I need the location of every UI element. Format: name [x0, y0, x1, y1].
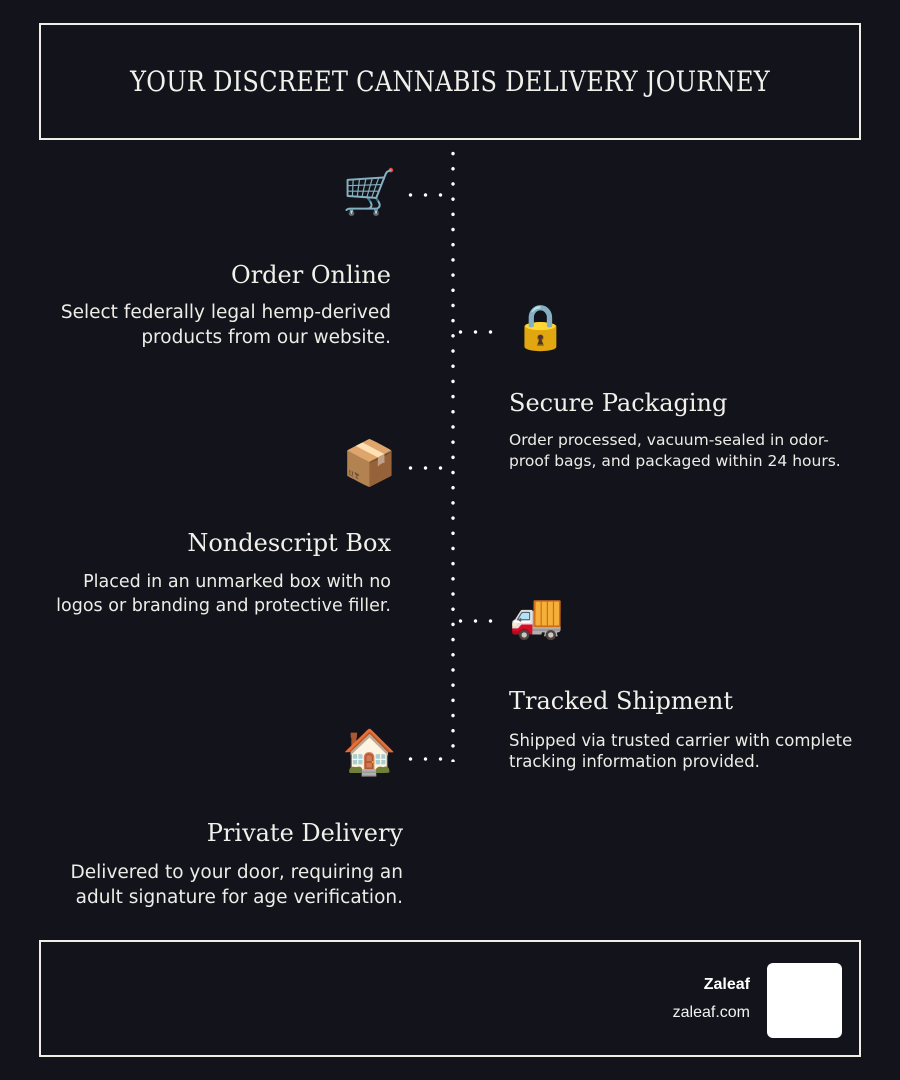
timeline-dotted-line [451, 146, 455, 762]
step-description: Shipped via trusted carrier with complet… [509, 731, 853, 771]
connector-dots [453, 619, 503, 623]
house-icon: 🏠 [342, 727, 397, 778]
step-title: Secure Packaging [509, 389, 728, 417]
shopping-cart-icon: 🛒 [342, 167, 397, 218]
connector-dots [453, 330, 503, 334]
package-box-icon: 📦 [342, 438, 397, 489]
footer-box: Zaleaf zaleaf.com [39, 940, 861, 1057]
brand-url-link[interactable]: zaleaf.com [672, 1004, 750, 1021]
step-title: Private Delivery [206, 819, 403, 847]
step-description: Select federally legal hemp-derived prod… [60, 302, 391, 348]
step-title: Tracked Shipment [509, 687, 733, 715]
step-title: Nondescript Box [187, 529, 391, 557]
step-description: Placed in an unmarked box with no logos … [56, 572, 391, 616]
connector-dots [403, 757, 453, 761]
brand-name: Zaleaf [703, 976, 750, 993]
step-description: Delivered to your door, requiring an adu… [70, 862, 403, 908]
step-description: Order processed, vacuum-sealed in odor- … [509, 431, 841, 470]
delivery-truck-icon: 🚚 [509, 591, 564, 642]
connector-dots [403, 193, 453, 197]
step-title: Order Online [231, 261, 391, 289]
header-box: YOUR DISCREET CANNABIS DELIVERY JOURNEY [39, 23, 861, 140]
connector-dots [403, 466, 453, 470]
brand-logo-placeholder [767, 963, 842, 1038]
padlock-icon: 🔒 [513, 302, 568, 353]
page-title: YOUR DISCREET CANNABIS DELIVERY JOURNEY [130, 65, 770, 98]
